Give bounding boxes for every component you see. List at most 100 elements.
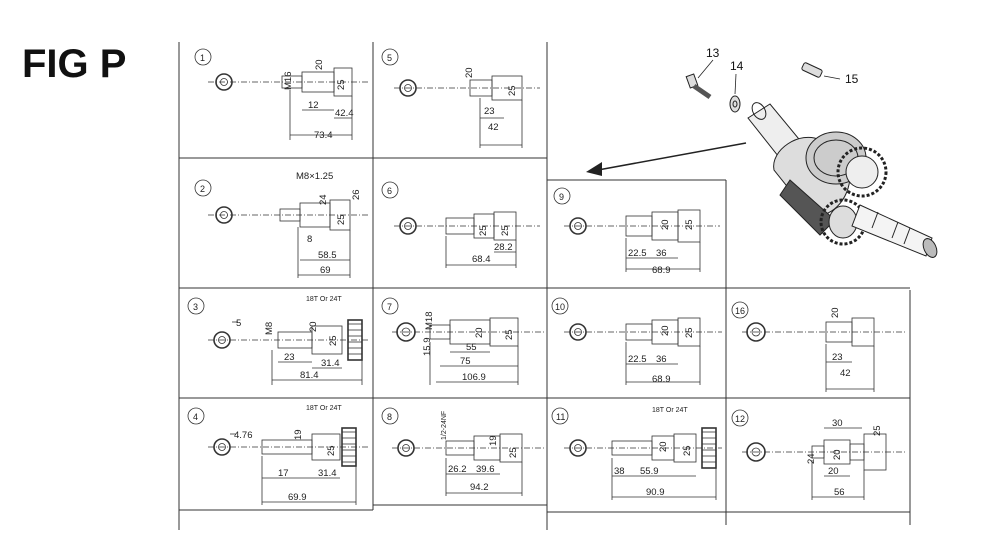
dimension-label: 94.2 <box>470 482 489 493</box>
dimension-label: 25 <box>508 447 519 458</box>
dimension-label: 23 <box>484 106 495 117</box>
dimension-label: 28.2 <box>494 242 513 253</box>
dimension-label: 25 <box>328 335 339 346</box>
cell-9: 9 20 25 22.5 36 68.9 <box>553 187 720 276</box>
dimension-label: 8 <box>307 234 312 245</box>
dimension-label: 20 <box>830 307 841 318</box>
dimension-label: 25 <box>336 79 347 90</box>
cell-16: 16 20 23 42 <box>731 301 905 392</box>
dimension-label: 36 <box>656 248 667 259</box>
dimension-label: 24 <box>318 194 329 205</box>
dimension-label: 20 <box>828 466 839 477</box>
dimension-label: 31.4 <box>321 358 340 369</box>
cell-11: 11 20 25 18T Or 24T 38 55.9 90.9 <box>551 407 722 500</box>
dimension-label: M8×1.25 <box>296 171 333 182</box>
cell-number: 6 <box>387 186 392 196</box>
figure-title: FIG P <box>22 42 126 86</box>
key-part <box>801 62 841 80</box>
cell-number: 10 <box>555 302 565 312</box>
dimension-label: 68.4 <box>472 254 491 265</box>
dimension-label: 25 <box>500 225 511 236</box>
dimension-label: 68.9 <box>652 265 671 276</box>
dimension-label: 25 <box>326 445 337 456</box>
cell-number: 7 <box>387 302 392 312</box>
dimension-label: 69 <box>320 265 331 276</box>
crankshaft-part <box>747 102 938 258</box>
dimension-label: 20 <box>660 325 671 336</box>
cell-number: 5 <box>387 53 392 63</box>
dimension-label: 19 <box>293 429 304 440</box>
dimension-label: 39.6 <box>476 464 495 475</box>
dimension-label: 75 <box>460 356 471 367</box>
washer-part <box>729 73 741 113</box>
cell-number: 9 <box>559 192 564 202</box>
dimension-label: 25 <box>684 219 695 230</box>
dimension-label: 22.5 <box>628 248 647 259</box>
dimension-label: 20 <box>474 327 485 338</box>
dimension-label: 58.5 <box>318 250 337 261</box>
callout-number: 15 <box>845 72 859 86</box>
dimension-label: 1/2-24NF <box>441 411 448 440</box>
dimension-label: 24 <box>806 453 817 464</box>
dimension-label: 55.9 <box>640 466 659 477</box>
cell-number: 16 <box>735 306 745 316</box>
pointer-arrow <box>586 142 747 176</box>
dimension-label: 20 <box>660 219 671 230</box>
dimension-label: 73.4 <box>314 130 333 141</box>
dimension-label: 42 <box>488 122 499 133</box>
dimension-label: 20 <box>308 321 319 332</box>
dimension-label: 38 <box>614 466 625 477</box>
dimension-label: 15.9 <box>422 338 433 357</box>
dimension-label: 26.2 <box>448 464 467 475</box>
dimension-label: 19 <box>488 435 499 446</box>
cell-4: 4 4.76 19 25 18T Or 24T 17 31.4 69.9 <box>187 405 370 505</box>
dimension-label: 25 <box>684 327 695 338</box>
cell-5: 5 20 25 23 42 <box>381 48 540 148</box>
dimension-label: 42.4 <box>335 108 354 119</box>
dimension-label: 25 <box>872 425 883 436</box>
cell-number: 2 <box>200 184 205 194</box>
dimension-label: 20 <box>314 59 325 70</box>
dimension-label: 20 <box>658 441 669 452</box>
cell-number: 11 <box>556 412 565 422</box>
dimension-label: 81.4 <box>300 370 319 381</box>
cell-7: 7 M18 15.9 20 25 55 75 106.9 <box>381 297 545 385</box>
dimension-label: 90.9 <box>646 487 665 498</box>
cell-3: 3 5 M8 20 25 18T Or 24T 23 31.4 81.4 <box>187 296 370 385</box>
cell-6: 6 25 25 28.2 68.4 <box>381 181 540 268</box>
dimension-label: 23 <box>832 352 843 363</box>
dimension-label: M18 <box>424 312 435 330</box>
dimension-label: 4.76 <box>234 430 253 441</box>
dimension-label: 25 <box>478 225 489 236</box>
cell-number: 1 <box>200 53 205 63</box>
gear-option-label: 18T Or 24T <box>652 407 688 414</box>
cell-2: 2 M8×1.25 24 25 26 8 58.5 69 <box>194 171 370 278</box>
dimension-label: 31.4 <box>318 468 337 479</box>
dimension-label: 17 <box>278 468 289 479</box>
gear-option-label: 18T Or 24T <box>306 296 342 303</box>
dimension-label: 12 <box>308 100 319 111</box>
cell-number: 3 <box>193 302 198 312</box>
dimension-label: 68.9 <box>652 374 671 385</box>
dimension-label: 25 <box>336 214 347 225</box>
dimension-label: 55 <box>466 342 477 353</box>
dimension-label: 56 <box>834 487 845 498</box>
cell-10: 10 20 25 22.5 36 68.9 <box>551 297 722 385</box>
cell-12: 12 30 24 20 25 20 56 <box>731 409 905 500</box>
bolt-part <box>685 59 714 100</box>
dimension-label: 20 <box>464 67 475 78</box>
dimension-label: 36 <box>656 354 667 365</box>
dimension-label: 22.5 <box>628 354 647 365</box>
dimension-label: M16 <box>283 72 294 90</box>
dimension-label: 25 <box>682 445 693 456</box>
callout-number: 13 <box>706 46 720 60</box>
dimension-label: M8 <box>264 322 275 335</box>
dimension-label: 30 <box>832 418 843 429</box>
dimension-label: 25 <box>504 329 515 340</box>
dimension-label: 26 <box>351 189 362 200</box>
cell-number: 12 <box>735 414 745 424</box>
dimension-label: 69.9 <box>288 492 307 503</box>
gear-option-label: 18T Or 24T <box>306 405 342 412</box>
cell-number: 4 <box>193 412 198 422</box>
